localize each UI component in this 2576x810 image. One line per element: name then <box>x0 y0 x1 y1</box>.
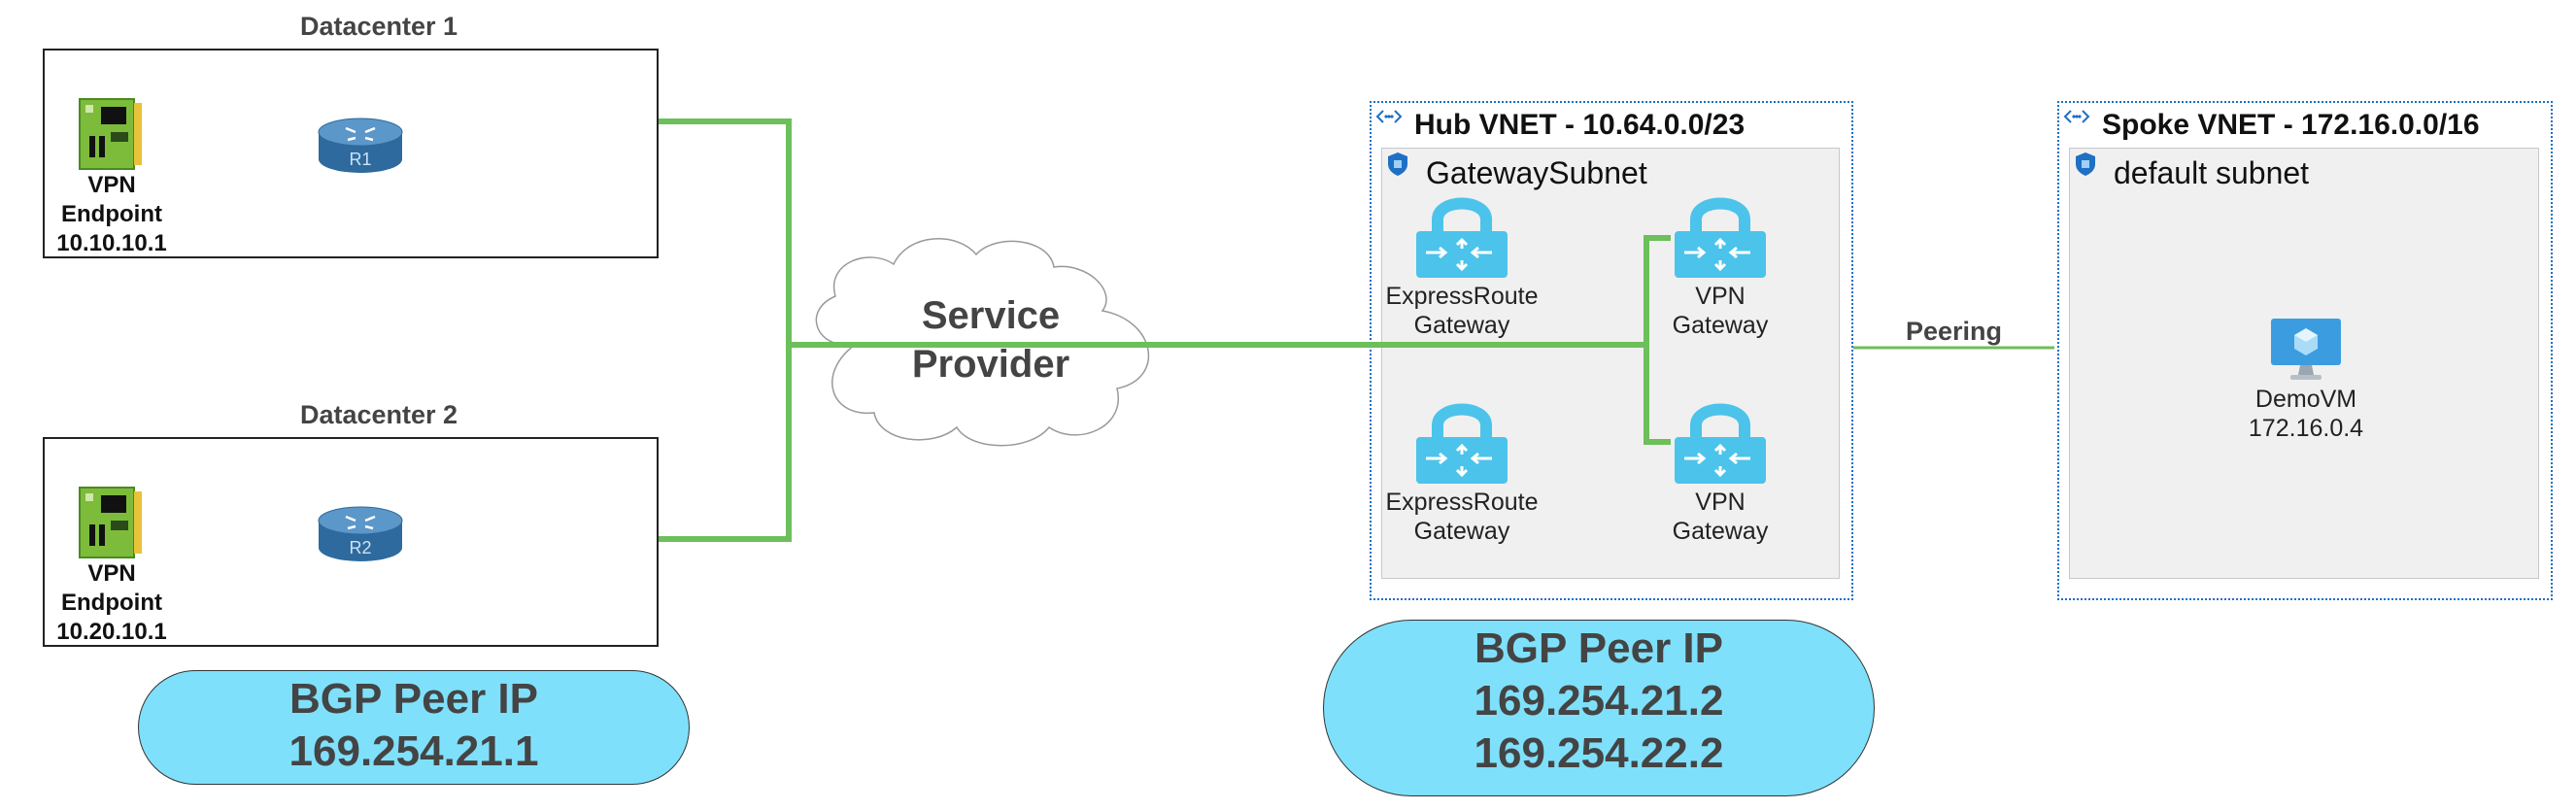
bgp-peer-ip-right: BGP Peer IP 169.254.21.2 169.254.22.2 <box>1323 620 1875 796</box>
demo-vm-label: DemoVM 172.16.0.4 <box>2248 386 2364 442</box>
virtual-machine-icon <box>2269 317 2343 385</box>
subnet-shield-icon <box>1387 152 1408 177</box>
subnet-shield-icon <box>2075 152 2096 177</box>
gateway-lock-icon <box>1673 194 1768 280</box>
spoke-vnet-title: Spoke VNET - 172.16.0.0/16 <box>2102 109 2480 141</box>
vpn-endpoint-icon <box>78 97 144 171</box>
default-subnet-title: default subnet <box>2114 155 2310 190</box>
gateway-lock-icon <box>1673 400 1768 486</box>
service-provider-label: Service Provider <box>911 294 1070 386</box>
gateway-lock-icon <box>1414 194 1509 280</box>
datacenter1-title: Datacenter 1 <box>299 12 458 41</box>
router-label: R2 <box>349 538 372 557</box>
datacenter2-title: Datacenter 2 <box>299 400 458 429</box>
vpn-endpoint-label: VPN Endpoint 10.20.10.1 <box>56 560 167 645</box>
vnet-icon <box>2063 109 2090 124</box>
gateway-lock-icon <box>1414 400 1509 486</box>
vnet-icon <box>1375 109 1403 124</box>
vpn-endpoint-label: VPN Endpoint 10.10.10.1 <box>56 172 167 256</box>
peering-label: Peering <box>1906 317 2003 346</box>
vpn-endpoint-icon <box>78 486 144 559</box>
gateway-subnet-box <box>1381 148 1840 579</box>
router-icon <box>317 503 404 563</box>
router-label: R1 <box>349 150 372 169</box>
gateway-subnet-title: GatewaySubnet <box>1426 155 1647 190</box>
hub-vnet-title: Hub VNET - 10.64.0.0/23 <box>1414 109 1746 141</box>
bgp-peer-ip-left: BGP Peer IP 169.254.21.1 <box>138 670 690 785</box>
router-icon <box>317 115 404 175</box>
